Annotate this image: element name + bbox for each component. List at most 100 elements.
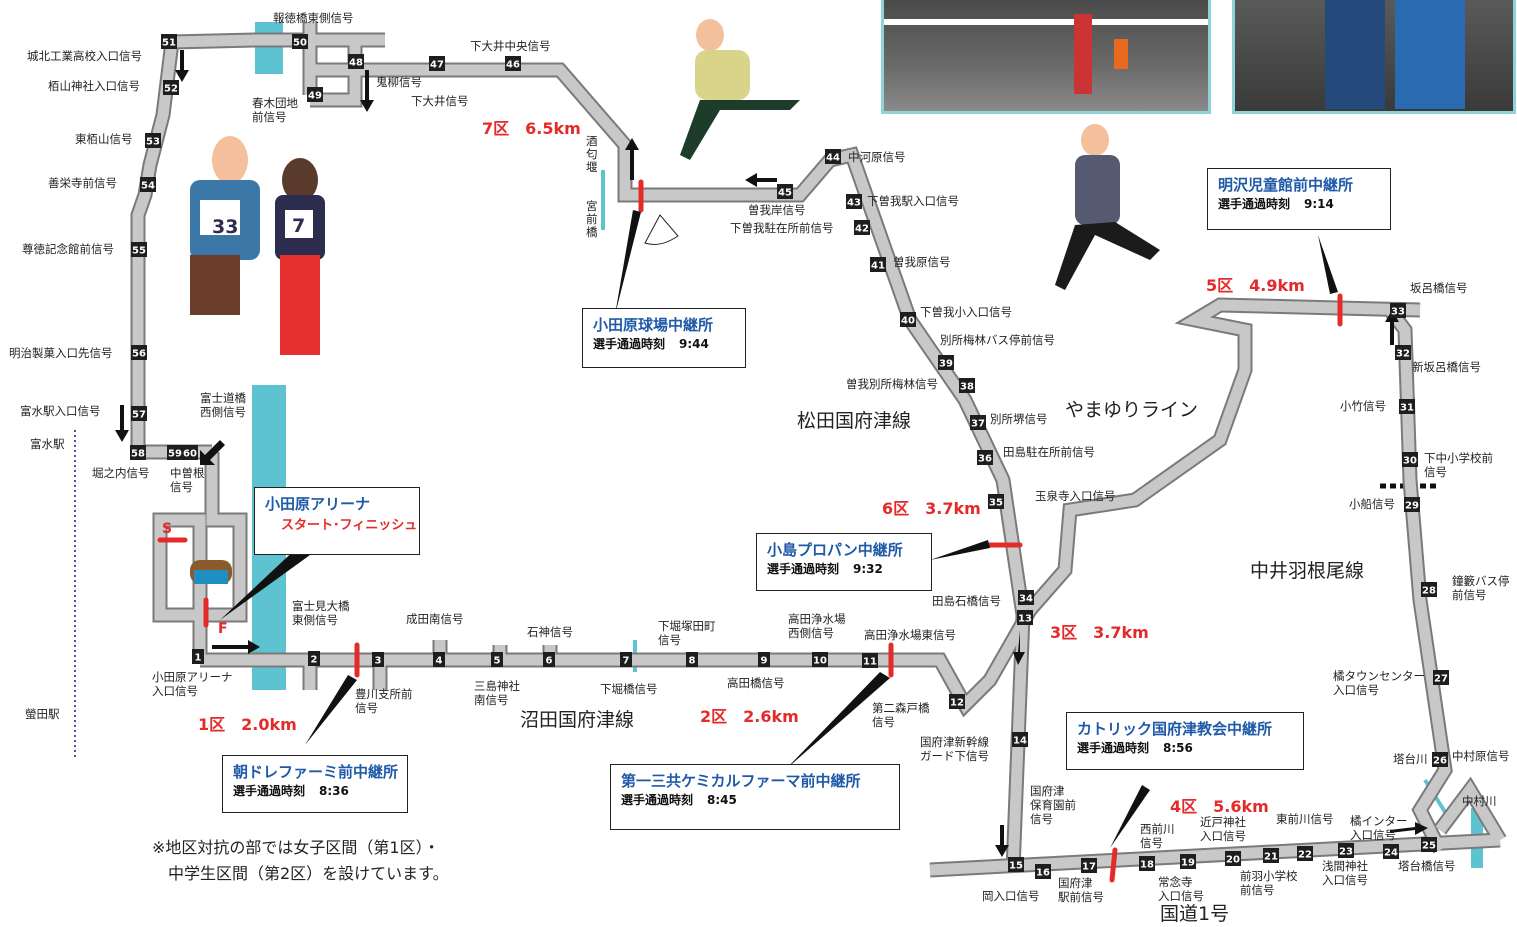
signal-label: 玉泉寺入口信号 bbox=[1035, 489, 1116, 503]
marker-box bbox=[167, 445, 183, 460]
route-marker-27: 27 bbox=[1433, 670, 1449, 685]
route-marker-16: 16 bbox=[1035, 864, 1051, 879]
route-marker-21: 21 bbox=[1263, 848, 1279, 863]
route-marker-13: 13 bbox=[1017, 610, 1033, 625]
marker-number: 19 bbox=[1181, 858, 1195, 869]
road-fill bbox=[929, 834, 1501, 876]
route-marker-53: 53 bbox=[145, 133, 161, 148]
marker-number: 56 bbox=[132, 349, 146, 360]
marker-number: 42 bbox=[855, 224, 869, 235]
pointer-daiichi bbox=[785, 672, 890, 770]
marker-number: 34 bbox=[1019, 594, 1033, 605]
marker-number: 47 bbox=[430, 60, 444, 71]
marker-box bbox=[949, 694, 965, 709]
marker-number: 26 bbox=[1433, 756, 1447, 767]
route-marker-1: 1 bbox=[192, 649, 204, 664]
marker-box bbox=[140, 177, 156, 192]
marker-box bbox=[1139, 856, 1155, 871]
marker-number: 29 bbox=[1405, 501, 1419, 512]
road-fill bbox=[304, 22, 1029, 871]
signal-label: 岡入口信号 bbox=[982, 889, 1040, 903]
marker-number: 1 bbox=[195, 653, 202, 664]
marker-number: 40 bbox=[901, 316, 915, 327]
bib-number: 33 bbox=[212, 216, 238, 238]
signal-label: 国府津保育園前信号 bbox=[1030, 784, 1076, 826]
marker-box bbox=[1390, 303, 1406, 318]
route-marker-22: 22 bbox=[1297, 846, 1313, 861]
marker-number: 59 bbox=[168, 449, 182, 460]
signal-label: 酒匂堰 bbox=[586, 134, 598, 174]
marker-box bbox=[1035, 864, 1051, 879]
marker-number: 32 bbox=[1396, 349, 1410, 360]
route-marker-52: 52 bbox=[163, 80, 179, 95]
signal-label: 小竹信号 bbox=[1340, 399, 1386, 413]
marker-box bbox=[1395, 345, 1411, 360]
marker-box bbox=[1338, 843, 1354, 858]
route-marker-45: 45 bbox=[777, 184, 793, 199]
route-marker-56: 56 bbox=[131, 345, 147, 360]
marker-box bbox=[433, 652, 445, 667]
signal-label: 曽我岸信号 bbox=[748, 203, 806, 217]
marker-number: 54 bbox=[141, 181, 155, 192]
signal-label: 下曽我駐在所前信号 bbox=[730, 221, 834, 235]
route-marker-8: 8 bbox=[686, 652, 698, 667]
marker-number: 21 bbox=[1264, 852, 1278, 863]
signal-label: 鬼柳信号 bbox=[376, 75, 422, 89]
signal-label: 成田南信号 bbox=[406, 612, 464, 626]
marker-box bbox=[131, 242, 147, 257]
signal-label: 鐘籔バス停前信号 bbox=[1452, 574, 1510, 602]
route-marker-4: 4 bbox=[433, 652, 445, 667]
marker-number: 6 bbox=[546, 656, 553, 667]
marker-box bbox=[862, 653, 878, 668]
marker-number: 57 bbox=[132, 410, 146, 421]
relay-subtitle: スタート･フィニッシュ bbox=[281, 518, 418, 533]
arena-building-icon bbox=[190, 560, 232, 584]
route-marker-30: 30 bbox=[1402, 452, 1418, 467]
route-marker-48: 48 bbox=[348, 54, 364, 69]
marker-box bbox=[131, 406, 147, 421]
route-marker-41: 41 bbox=[870, 257, 886, 272]
marker-box bbox=[1017, 610, 1033, 625]
marker-box bbox=[870, 257, 886, 272]
marker-box bbox=[988, 494, 1004, 509]
route-marker-10: 10 bbox=[812, 652, 828, 667]
route-marker-11: 11 bbox=[862, 653, 878, 668]
marker-box bbox=[1012, 732, 1028, 747]
time-label: 選手通過時刻 bbox=[621, 793, 694, 807]
marker-number: 35 bbox=[989, 498, 1003, 509]
marker-box bbox=[1421, 837, 1437, 852]
road-name: 沼田国府津線 bbox=[520, 709, 634, 731]
marker-number: 58 bbox=[131, 449, 145, 460]
road-fill bbox=[132, 34, 310, 458]
marker-box bbox=[192, 649, 204, 664]
route-marker-43: 43 bbox=[846, 194, 862, 209]
signal-label: 富士見大橋東側信号 bbox=[292, 599, 350, 627]
marker-box bbox=[1081, 858, 1097, 873]
route-marker-57: 57 bbox=[131, 406, 147, 421]
marker-number: 22 bbox=[1298, 850, 1312, 861]
marker-number: 16 bbox=[1036, 868, 1050, 879]
runner-illustration-1 bbox=[190, 136, 260, 315]
marker-number: 2 bbox=[311, 655, 318, 666]
signal-label: 明治製菓入口先信号 bbox=[9, 346, 113, 360]
marker-number: 20 bbox=[1226, 855, 1240, 866]
signal-label: 高田橋信号 bbox=[727, 676, 785, 690]
marker-number: 7 bbox=[623, 656, 630, 667]
marker-number: 39 bbox=[939, 359, 953, 370]
marker-box bbox=[1399, 399, 1415, 414]
route-marker-49: 49 bbox=[307, 87, 323, 102]
note-line-2: 中学生区間（第2区）を設けています。 bbox=[168, 864, 449, 883]
leg-label-leg5: 5区 4.9km bbox=[1206, 276, 1305, 295]
marker-number: 5 bbox=[494, 656, 501, 667]
route-marker-3: 3 bbox=[372, 652, 384, 667]
time-label: 選手通過時刻 bbox=[1077, 741, 1150, 755]
marker-number: 12 bbox=[950, 698, 964, 709]
marker-number: 37 bbox=[971, 419, 985, 430]
route-marker-38: 38 bbox=[959, 378, 975, 393]
marker-box bbox=[938, 355, 954, 370]
signal-label: 城北工業高校入口信号 bbox=[27, 49, 142, 63]
pointer-catholic bbox=[1110, 785, 1150, 848]
signal-label: 中曽根信号 bbox=[170, 466, 205, 494]
route-marker-35: 35 bbox=[988, 494, 1004, 509]
